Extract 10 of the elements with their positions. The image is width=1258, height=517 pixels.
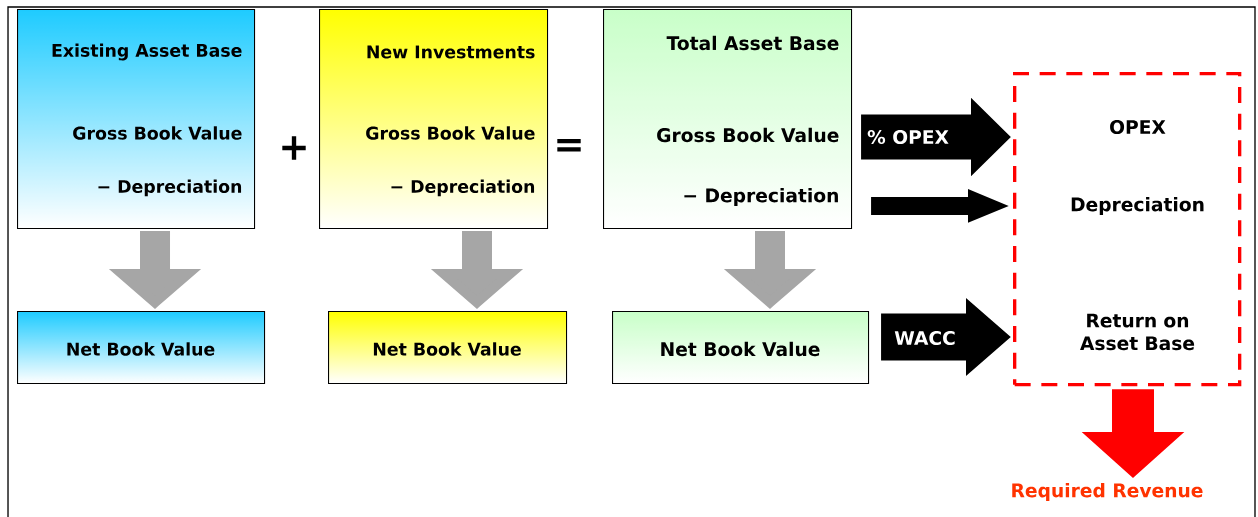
operator-sign: = [557,139,581,152]
result-box: OPEX Depreciation Return on Asset Base [1013,72,1242,387]
value-box: Net Book Value [17,311,266,385]
asset-box: New Investments Gross Book Value − Depreciation [319,9,549,230]
operator-sign: + [282,136,306,160]
value-box: Net Book Value [612,311,870,385]
result-text: Required Revenue [1012,482,1203,501]
value-box: Net Book Value [328,311,568,385]
asset-box: Total Asset Base Gross Book Value − Depreciation [603,9,853,230]
asset-box: Existing Asset Base Gross Book Value − Depreciation [17,9,256,230]
